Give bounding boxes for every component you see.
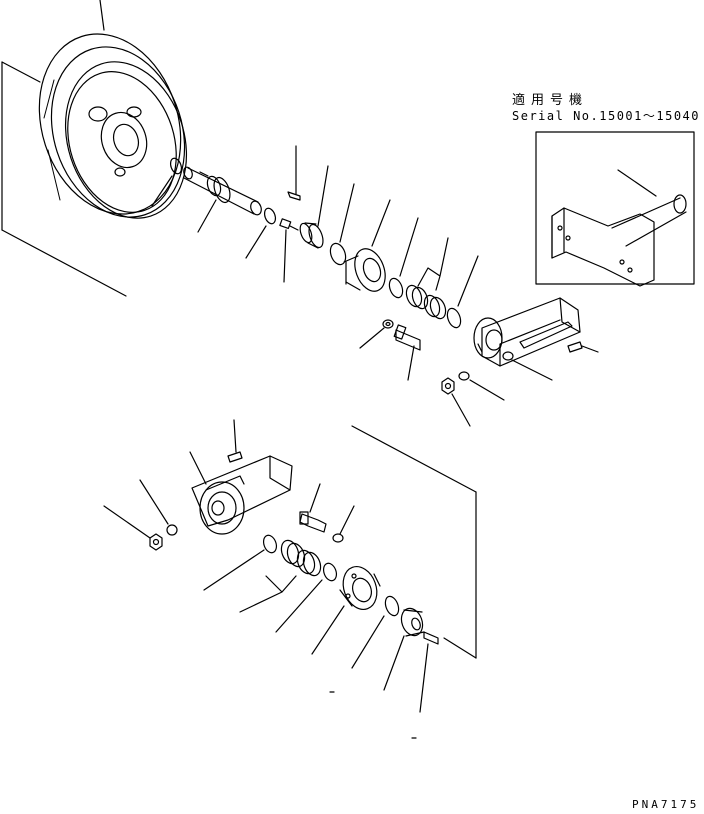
leader-line — [408, 346, 414, 380]
o-ring-5 — [445, 307, 463, 330]
leader-line — [284, 230, 286, 282]
leader-line — [152, 176, 172, 206]
o-ring-7 — [321, 561, 338, 582]
collar-lower — [398, 605, 426, 638]
leader-line — [276, 580, 322, 632]
leader-line — [372, 200, 390, 246]
pin-3 — [228, 452, 242, 462]
assembly-frame-lines-lower — [352, 426, 476, 658]
leader-line — [104, 506, 150, 538]
applicability-title: 適用号機 — [512, 93, 589, 108]
leader-line — [582, 346, 598, 352]
yoke-upper — [474, 298, 580, 366]
washer-upper — [383, 320, 393, 328]
washer-upper-2 — [459, 372, 469, 380]
leader-line — [452, 394, 470, 426]
leader-line — [312, 606, 344, 654]
collar — [298, 222, 326, 249]
leader-line — [360, 328, 384, 348]
washer-lower — [167, 525, 177, 535]
leader-line — [384, 636, 404, 690]
leader-line — [512, 360, 552, 380]
bolt-lower — [300, 512, 326, 532]
leader-line — [420, 644, 428, 712]
o-ring-3 — [328, 241, 349, 266]
leader-line — [190, 452, 206, 484]
bearing-cover-lower — [337, 562, 382, 614]
leader-line — [418, 238, 448, 290]
serial-number-range: Serial No.15001～15040 — [512, 109, 700, 123]
bolt-upper — [394, 325, 420, 350]
pin-4 — [424, 632, 438, 644]
pin-2 — [568, 342, 582, 352]
leader-line — [234, 420, 236, 452]
washer-lower-2 — [333, 534, 343, 542]
leader-line — [470, 380, 504, 400]
leader-line — [340, 506, 354, 534]
pin-1 — [288, 192, 300, 200]
leader-line — [458, 256, 478, 306]
leader-line — [340, 184, 354, 242]
leader-line — [318, 166, 328, 226]
idler-shaft — [182, 166, 263, 216]
inset-box — [536, 132, 694, 286]
o-ring-1 — [169, 157, 184, 175]
leader-line — [198, 200, 216, 232]
o-ring-8 — [383, 595, 401, 618]
bearing-cover-upper — [344, 245, 391, 296]
bushing-pair-lower — [278, 538, 323, 578]
leader-line — [204, 550, 264, 590]
leader-line — [310, 484, 320, 512]
nut-lower — [150, 534, 162, 550]
o-ring-6 — [261, 533, 278, 554]
o-ring-2 — [263, 207, 278, 225]
assembly-frame-lines — [2, 62, 126, 296]
nut-upper — [442, 378, 454, 394]
drawing-code: PNA7175 — [632, 798, 700, 811]
leader-line — [240, 576, 296, 612]
leader-line — [140, 480, 168, 524]
o-ring-4 — [387, 277, 405, 300]
plug — [280, 219, 298, 230]
leader-line — [352, 616, 384, 668]
bushing-pair-upper — [404, 283, 449, 320]
idler-wheel — [17, 15, 206, 234]
leader-line — [100, 0, 104, 30]
leader-line — [246, 226, 266, 258]
leader-line — [400, 218, 418, 276]
yoke-lower — [192, 456, 292, 534]
